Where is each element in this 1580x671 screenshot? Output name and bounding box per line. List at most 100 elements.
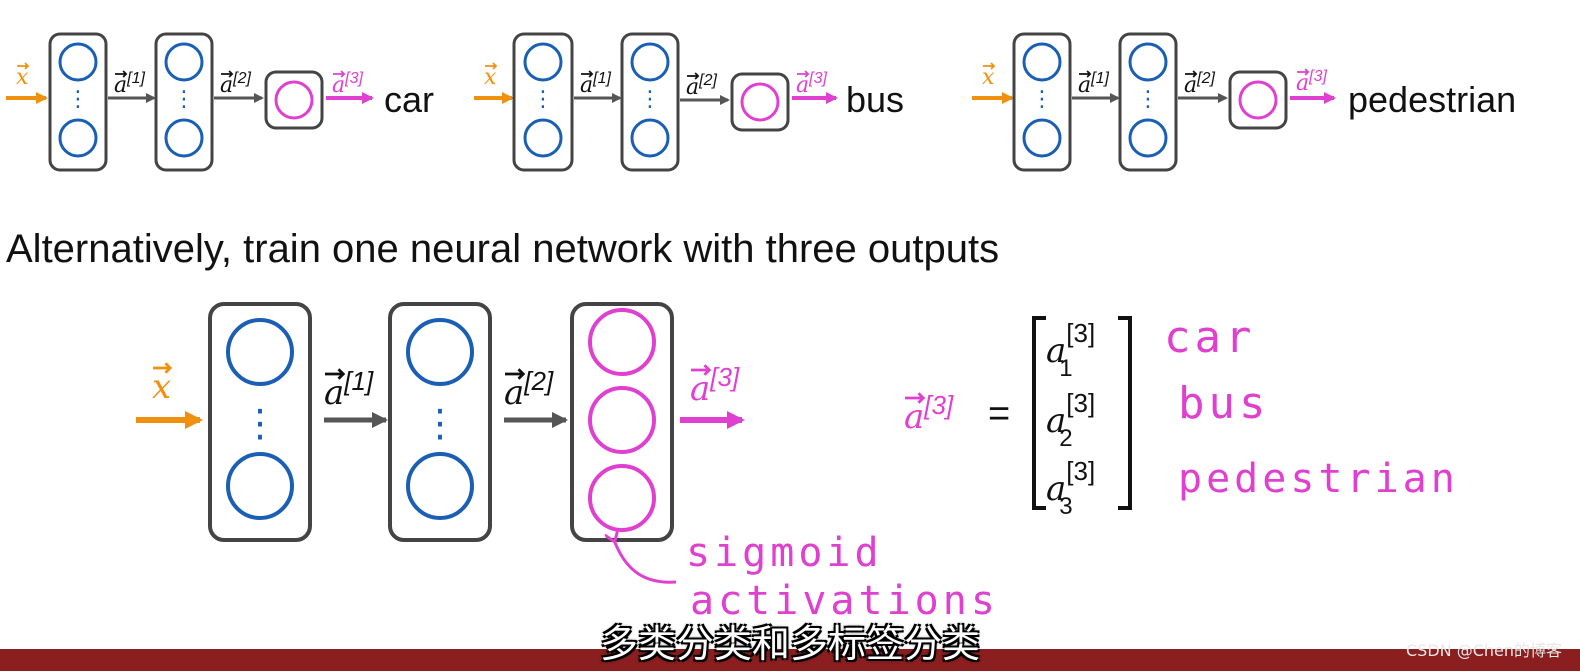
hidden-layer-1-box [208, 302, 312, 542]
output-neuron-2 [588, 386, 656, 454]
neuron [523, 42, 563, 82]
neuron [164, 42, 204, 82]
neuron [226, 452, 294, 520]
vector-accent-icon [1297, 68, 1310, 76]
right-bracket [1118, 316, 1132, 510]
neuron [226, 318, 294, 386]
ellipsis-dots: ⋮ [1137, 86, 1159, 111]
output-layer-box [730, 72, 790, 132]
neuron [406, 318, 474, 386]
left-bracket [1032, 316, 1046, 510]
neuron [1022, 42, 1062, 82]
vector-accent-icon [687, 72, 700, 80]
label-a2: a[2] [220, 70, 251, 98]
watermark: CSDN @Chen的博客 [1405, 641, 1562, 660]
hidden-layer-1-box [1012, 32, 1072, 172]
neuron [1022, 118, 1062, 158]
vector-accent-icon [333, 70, 346, 78]
section-heading: Alternatively, train one neural network … [6, 227, 999, 271]
output-neuron [740, 82, 780, 122]
ellipsis-dots: ⋮ [1031, 86, 1053, 111]
equation-lhs: a[3] [904, 390, 954, 437]
label-a3: a[3] [796, 70, 827, 98]
label-a3: a[3] [1296, 68, 1327, 96]
vector-accent-icon [17, 62, 30, 70]
vector-accent-icon [505, 368, 526, 380]
input-x-label: x [16, 65, 29, 90]
neuron [1128, 42, 1168, 82]
neuron [1128, 118, 1168, 158]
annotation-pedestrian: pedestrian [1178, 456, 1459, 502]
class-label-bus: bus [846, 79, 904, 120]
label-a3: a[3] [690, 362, 740, 409]
ellipsis-dots: ⋮ [241, 403, 279, 445]
ellipsis-dots: ⋮ [421, 403, 459, 445]
neuron [523, 118, 563, 158]
video-subtitle: 多类分类和多标签分类 [599, 622, 980, 666]
annotation-sigmoid: sigmoid [686, 530, 883, 576]
class-label-car: car [384, 79, 434, 120]
label-a1: a[1] [1078, 70, 1109, 98]
equals-sign: = [988, 393, 1010, 435]
output-neuron [274, 80, 314, 120]
neuron [406, 452, 474, 520]
small-network-pedestrian: x ⋮ a[1] ⋮ a[2] a[3] pedestrian [972, 32, 1516, 172]
small-network-car: x ⋮ a[1] ⋮ a[2] a[3] car [6, 32, 434, 172]
main-network: x ⋮ a[1] ⋮ a[2] a[3] sigmoid activations [136, 302, 999, 624]
vector-entry-1: a[3]1 [1046, 318, 1095, 382]
vector-accent-icon [797, 70, 810, 78]
class-label-pedestrian: pedestrian [1348, 79, 1516, 120]
hidden-layer-2-box [154, 32, 214, 172]
hidden-layer-2-box [388, 302, 492, 542]
label-a2: a[2] [1184, 70, 1215, 98]
vector-accent-icon [325, 368, 346, 380]
vector-accent-icon [153, 362, 173, 374]
vector-accent-icon [485, 62, 498, 70]
vector-accent-icon [905, 392, 926, 404]
neuron [630, 42, 670, 82]
vector-accent-icon [1079, 70, 1092, 78]
input-x-label: x [152, 367, 171, 407]
vector-entry-2: a[3]2 [1046, 388, 1095, 452]
hidden-layer-2-box [1118, 32, 1178, 172]
neuron [58, 118, 98, 158]
output-neuron-3 [588, 464, 656, 532]
label-a2: a[2] [686, 72, 717, 100]
annotation-activations: activations [690, 578, 999, 624]
input-x-label: x [484, 65, 497, 90]
vector-accent-icon [115, 70, 128, 78]
small-network-bus: x ⋮ a[1] ⋮ a[2] a[3] bus [474, 32, 904, 172]
vector-accent-icon [691, 364, 712, 376]
annotation-pointer-arrow [614, 540, 677, 584]
vector-accent-icon [1185, 70, 1198, 78]
vector-accent-icon [983, 62, 996, 70]
output-layer-box [1228, 70, 1288, 130]
ellipsis-dots: ⋮ [173, 86, 195, 111]
ellipsis-dots: ⋮ [67, 86, 89, 111]
ellipsis-dots: ⋮ [639, 86, 661, 111]
hidden-layer-1-box [48, 32, 108, 172]
label-a3: a[3] [332, 70, 363, 98]
vector-accent-icon [221, 70, 234, 78]
hidden-layer-2-box [620, 32, 680, 172]
output-layer-box [264, 70, 324, 130]
hidden-layer-1-box [512, 32, 574, 172]
vector-entry-3: a[3]3 [1046, 456, 1095, 520]
input-x-label: x [982, 65, 995, 90]
label-a1: a[1] [324, 366, 374, 413]
output-neuron [1238, 80, 1278, 120]
video-footer-band [0, 649, 1580, 671]
annotation-car: car [1164, 312, 1255, 363]
neuron [58, 42, 98, 82]
label-a1: a[1] [580, 70, 611, 98]
vector-accent-icon [581, 70, 594, 78]
neuron [630, 118, 670, 158]
vector-equation: a[3] = a[3]1 a[3]2 a[3]3 car bus pedestr… [904, 312, 1459, 520]
neuron [164, 118, 204, 158]
output-layer-box [570, 302, 674, 542]
output-neuron-1 [588, 308, 656, 376]
label-a2: a[2] [504, 366, 554, 413]
label-a1: a[1] [114, 70, 145, 98]
annotation-bus: bus [1178, 378, 1269, 429]
